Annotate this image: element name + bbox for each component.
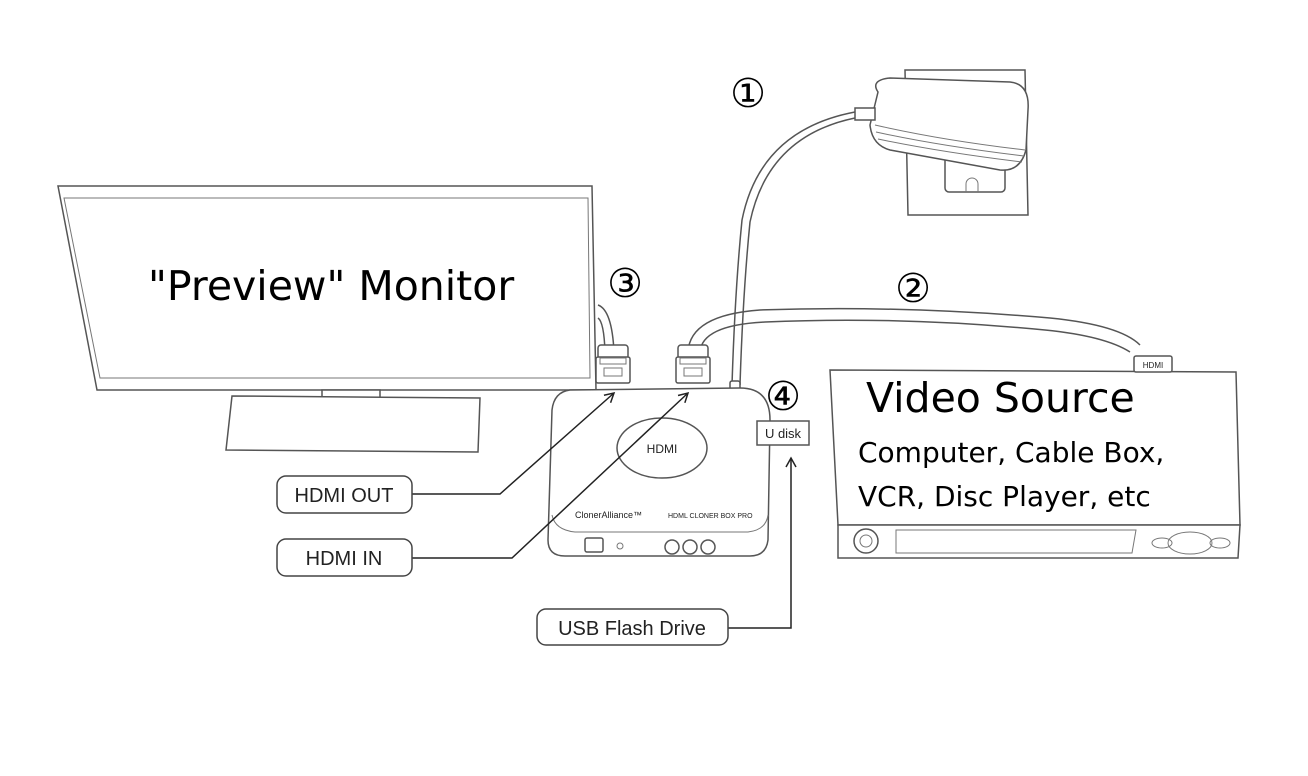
- cloner-box-device: HDMI ClonerAlliance™ HDML CLONER BOX PRO: [547, 387, 771, 557]
- step-2-marker: ②: [895, 266, 931, 312]
- video-source-line1: Computer, Cable Box,: [858, 436, 1164, 469]
- svg-text:HDMI: HDMI: [1143, 361, 1163, 370]
- hdmi-in-connector: [675, 344, 711, 384]
- hdmi-in-leader: [412, 391, 690, 559]
- power-cable: [731, 111, 856, 386]
- power-adapter: [854, 77, 1029, 171]
- monitor-label: "Preview" Monitor: [148, 262, 514, 310]
- usb-flash-drive-callout: USB Flash Drive: [536, 608, 729, 646]
- svg-text:HDMI: HDMI: [647, 442, 678, 456]
- svg-text:U disk: U disk: [765, 426, 802, 441]
- step-1-marker: ①: [730, 71, 766, 117]
- video-source-device: HDMI Video Source Computer, Cable Box, V…: [829, 355, 1241, 559]
- hdmi-out-connector: [595, 344, 631, 384]
- device-brand: ClonerAlliance™: [575, 510, 642, 520]
- step-3-marker: ③: [607, 261, 643, 307]
- svg-text:USB Flash Drive: USB Flash Drive: [558, 618, 706, 640]
- svg-text:HDMI IN: HDMI IN: [306, 548, 383, 570]
- device-model: HDML CLONER BOX PRO: [668, 513, 753, 520]
- video-source-line2: VCR, Disc Player, etc: [858, 480, 1151, 513]
- u-disk: U disk: [756, 420, 810, 446]
- usb-leader: [728, 456, 797, 629]
- svg-text:HDMI OUT: HDMI OUT: [295, 485, 394, 507]
- hdmi-out-leader: [412, 391, 616, 495]
- video-source-title: Video Source: [866, 374, 1135, 422]
- preview-monitor: "Preview" Monitor: [57, 185, 597, 453]
- step-4-marker: ④: [765, 374, 801, 420]
- hdmi-out-callout: HDMI OUT: [276, 475, 413, 514]
- hdmi-cable-in: [687, 307, 1141, 353]
- hdmi-in-callout: HDMI IN: [276, 538, 413, 577]
